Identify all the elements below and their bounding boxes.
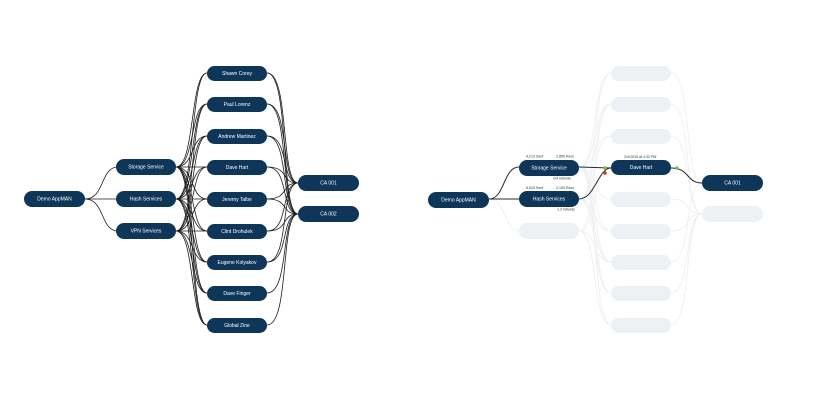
- faded-node: [611, 286, 671, 301]
- hash-recv-metric: 2,100 Recv: [556, 186, 574, 190]
- node-label: Storage Service: [128, 164, 164, 170]
- alert-status-icon: [603, 171, 607, 175]
- faded-node: [611, 318, 671, 333]
- storage-recv-metric: 2,850 Recv: [556, 155, 574, 159]
- node-label: Hash Services: [533, 196, 566, 202]
- ok-status-icon: [675, 166, 679, 170]
- left-service-hash[interactable]: Hash Services: [116, 191, 176, 207]
- node-label: Hash Services: [130, 196, 163, 202]
- hash-refund-metric: 1.2 refunds: [557, 208, 575, 212]
- ok-status-icon: [603, 166, 607, 170]
- right-root-node[interactable]: Demo AppMAN: [428, 192, 489, 208]
- faded-node: [519, 223, 579, 239]
- node-label: CA 002: [320, 211, 337, 217]
- left-target-ca001[interactable]: CA 001: [298, 175, 359, 191]
- faded-node: [611, 192, 671, 207]
- storage-refund-metric: 2/4 refunds: [553, 177, 571, 181]
- node-label: Shawn Corey: [222, 71, 253, 77]
- left-person-0[interactable]: Shawn Corey: [207, 66, 267, 81]
- right-target-ca001[interactable]: CA 001: [702, 175, 763, 191]
- left-person-7[interactable]: Dave Finger: [207, 286, 267, 301]
- left-target-ca002[interactable]: CA 002: [298, 206, 359, 222]
- faded-node: [702, 206, 763, 222]
- node-label: Demo AppMAN: [441, 197, 476, 203]
- node-label: Storage Service: [531, 165, 567, 171]
- node-label: Jeremy Talbe: [222, 197, 252, 203]
- left-person-6[interactable]: Eugene Kolyakov: [207, 255, 267, 270]
- right-faded-edges: [488, 72, 703, 326]
- left-person-2[interactable]: Andrew Martinez: [207, 129, 267, 144]
- left-person-3[interactable]: Dave Hart: [207, 160, 267, 175]
- left-edges: [84, 72, 299, 326]
- faded-node: [611, 129, 671, 144]
- left-service-vpn[interactable]: VPN Services: [116, 223, 176, 239]
- right-active-edges: [488, 166, 703, 200]
- hash-sent-metric: 8,023 Sent: [526, 186, 543, 190]
- storage-sent-metric: 4,213 Sent: [526, 155, 543, 159]
- node-label: Demo AppMAN: [37, 196, 72, 202]
- node-label: Global Zine: [224, 323, 250, 329]
- node-label: Dave Hart: [630, 165, 653, 171]
- faded-node: [611, 224, 671, 239]
- left-person-4[interactable]: Jeremy Talbe: [207, 192, 267, 207]
- right-person-dave-hart[interactable]: Dave Hart: [611, 160, 671, 175]
- node-label: Dave Finger: [223, 291, 251, 297]
- faded-node: [611, 66, 671, 81]
- left-root-node[interactable]: Demo AppMAN: [24, 191, 85, 207]
- node-label: CA 001: [724, 180, 741, 186]
- left-person-1[interactable]: Paul Lorenz: [207, 97, 267, 112]
- right-service-hash[interactable]: Hash Services: [519, 191, 579, 207]
- faded-node: [611, 255, 671, 270]
- left-person-8[interactable]: Global Zine: [207, 318, 267, 333]
- left-person-5[interactable]: Clint Drohulek: [207, 224, 267, 239]
- right-faded-nodes: [519, 66, 763, 333]
- node-label: Paul Lorenz: [224, 102, 251, 108]
- node-label: VPN Services: [131, 228, 162, 234]
- right-service-storage[interactable]: Storage Service: [519, 160, 579, 176]
- faded-node: [611, 97, 671, 112]
- person-timestamp: 2/4/2019 at 4:32 PM: [624, 155, 656, 159]
- node-label: Eugene Kolyakov: [218, 260, 257, 266]
- left-service-storage[interactable]: Storage Service: [116, 159, 176, 175]
- node-label: CA 001: [320, 180, 337, 186]
- node-label: Clint Drohulek: [221, 229, 253, 235]
- node-label: Dave Hart: [226, 165, 249, 171]
- node-label: Andrew Martinez: [218, 134, 256, 140]
